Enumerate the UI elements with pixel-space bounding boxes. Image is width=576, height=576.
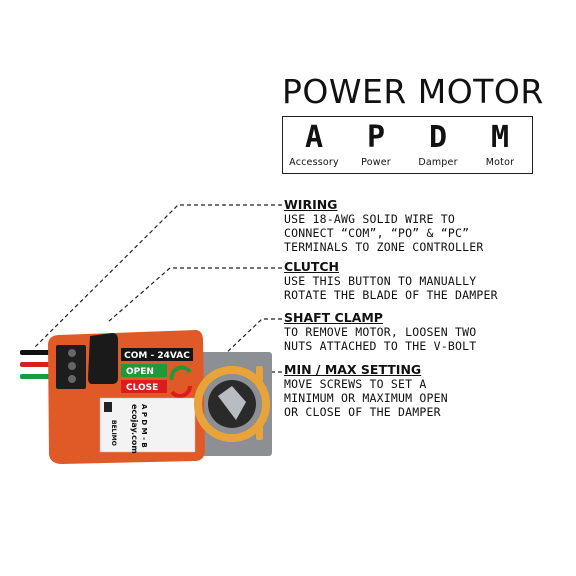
leader-line-shaft-clamp [221, 318, 282, 358]
close-badge [121, 380, 167, 393]
terminal-label: COM - 24VAC [124, 351, 190, 361]
acronym-letter: D [428, 120, 448, 155]
info-label [99, 397, 196, 453]
acronym-word: Accessory [289, 157, 339, 168]
acronym-word: Motor [485, 157, 515, 168]
rotation-arrows-icon [169, 365, 192, 398]
callout-line: ROTATE THE BLADE OF THE DAMPER [284, 288, 498, 302]
acronym-letter: P [366, 120, 386, 155]
shaft-clamp [194, 366, 270, 442]
callout-wiring: WIRING USE 18-AWG SOLID WIRE TO CONNECT … [284, 197, 484, 255]
callout-heading: WIRING [284, 197, 338, 212]
terminal-screw-icon [68, 375, 76, 383]
certification-icon [104, 402, 112, 412]
leader-line-wiring [34, 204, 282, 348]
callout-clutch: CLUTCH USE THIS BUTTON TO MANUALLY ROTAT… [284, 259, 498, 303]
acronym-cell-d: D Damper [407, 117, 469, 169]
open-badge [121, 364, 167, 377]
open-label: OPEN [126, 367, 154, 377]
leader-line-clutch [107, 267, 282, 323]
callout-line: TERMINALS TO ZONE CONTROLLER [284, 240, 484, 254]
acronym-cell-m: M Motor [469, 117, 531, 169]
acronym-cell-a: A Accessory [283, 117, 345, 169]
callout-line: MOVE SCREWS TO SET A [284, 377, 427, 391]
callout-heading: MIN / MAX SETTING [284, 362, 422, 377]
min-max-screw [256, 424, 263, 440]
acronym-word: Damper [418, 157, 458, 168]
min-max-screw [256, 366, 263, 382]
diagram-title: POWER MOTOR [282, 72, 544, 111]
terminal-screw-icon [68, 349, 76, 357]
callout-line: NUTS ATTACHED TO THE V-BOLT [284, 339, 477, 353]
callout-line: TO REMOVE MOTOR, LOOSEN TWO [284, 325, 477, 339]
callout-min-max-setting: MIN / MAX SETTING MOVE SCREWS TO SET A M… [284, 362, 448, 420]
v-bolt [218, 386, 246, 420]
acronym-word: Power [361, 157, 391, 168]
callout-line: USE THIS BUTTON TO MANUALLY [284, 274, 477, 288]
acronym-box: A Accessory P Power D Damper M Motor [282, 116, 533, 174]
brand-label: ecojay.com [130, 404, 139, 454]
callout-line: CONNECT “COM”, “PO” & “PC” [284, 226, 470, 240]
acronym-cell-p: P Power [345, 117, 407, 169]
terminal-label-badge [121, 348, 193, 361]
callout-line: MINIMUM OR MAXIMUM OPEN [284, 391, 448, 405]
callout-line: OR CLOSE OF THE DAMPER [284, 405, 441, 419]
callout-heading: CLUTCH [284, 259, 340, 274]
callout-line: USE 18-AWG SOLID WIRE TO [284, 212, 455, 226]
maker-label: BELIMO [110, 420, 117, 446]
acronym-letter: A [304, 120, 324, 155]
model-label: A P D M - B [140, 404, 148, 448]
callout-heading: SHAFT CLAMP [284, 310, 383, 325]
callout-shaft-clamp: SHAFT CLAMP TO REMOVE MOTOR, LOOSEN TWO … [284, 310, 477, 354]
terminal-screw-icon [68, 362, 76, 370]
acronym-letter: M [490, 120, 510, 155]
close-label: CLOSE [126, 383, 158, 393]
clutch-button [88, 333, 118, 384]
